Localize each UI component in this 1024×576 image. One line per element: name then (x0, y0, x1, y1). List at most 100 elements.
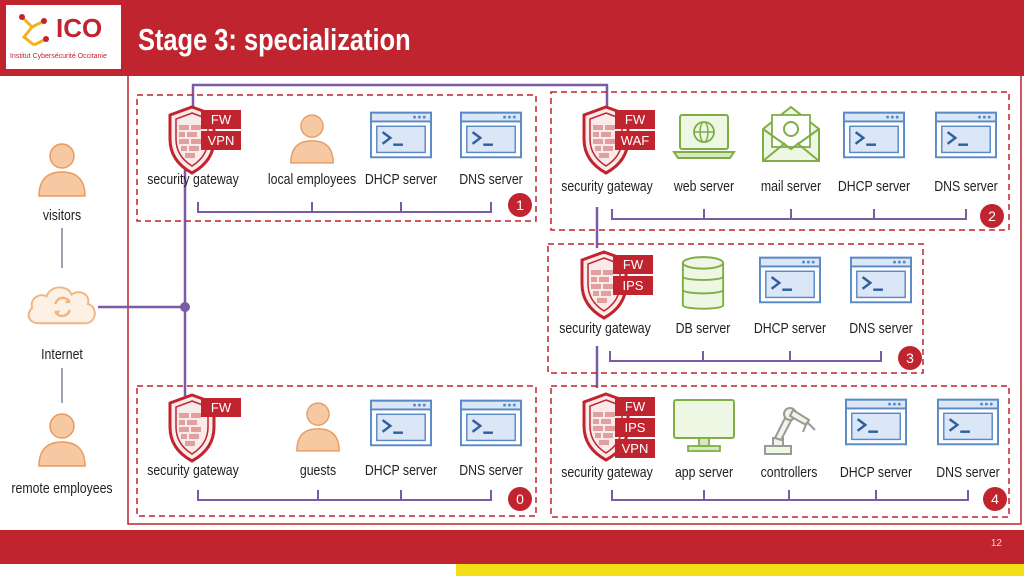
terminal-server-icon (937, 398, 999, 446)
gateway-tag (615, 110, 655, 129)
robot-arm-icon (763, 406, 817, 456)
terminal-server-icon (759, 256, 821, 304)
mail-server-icon (762, 106, 820, 162)
page-title: Stage 3: specialization (138, 22, 411, 57)
zone-boundary (136, 385, 537, 517)
terminal-server-icon (935, 111, 997, 159)
gateway-tag-label: IPS (623, 278, 644, 293)
backbone-node (180, 302, 190, 312)
logo-text: ICO (56, 13, 103, 43)
gateway-tag-label: IPS (625, 420, 646, 435)
zone-item-label: security gateway (561, 464, 653, 481)
gateway-tag-label: FW (211, 112, 232, 127)
header-bar: ICO Institut Cybersécurité Occitanie Sta… (0, 0, 1024, 76)
remote-employees-icon (38, 413, 86, 467)
ico-logo: ICO Institut Cybersécurité Occitanie (6, 5, 121, 69)
zone-bus (197, 490, 492, 501)
gateway-tag-label: FW (625, 112, 646, 127)
gateway-tag-label: VPN (622, 441, 649, 456)
terminal-server-icon (460, 399, 522, 447)
zone-item-label: DHCP server (364, 171, 438, 188)
zone-item-label: mail server (760, 178, 822, 195)
zone-item-label: DNS server (849, 320, 913, 337)
link-lines (98, 83, 609, 396)
app-server-icon (673, 399, 735, 452)
person-icon (296, 402, 340, 452)
internet-label: Internet (41, 346, 83, 363)
zone-item-label: local employees (267, 171, 357, 188)
footer-accent (456, 564, 1024, 576)
gateway-tag (615, 418, 655, 437)
zone-item-label: security gateway (147, 171, 239, 188)
logo-circuit-icon (19, 14, 49, 47)
database-icon (681, 256, 725, 310)
zone-item-label: DNS server (934, 178, 998, 195)
zone-boundary (550, 385, 1010, 518)
zone-boundary (136, 94, 537, 222)
gateway-tag-label: FW (625, 399, 646, 414)
zone-badge (508, 193, 532, 217)
zone-item-label: DHCP server (364, 462, 438, 479)
footer-bar (0, 530, 1024, 564)
zone-item-label: guests (299, 462, 337, 479)
zone-item-label: security gateway (561, 178, 653, 195)
zone-badge (980, 204, 1004, 228)
person-icon (290, 114, 334, 164)
zone-item-label: security gateway (559, 320, 651, 337)
remote-employees-label: remote employees (11, 480, 113, 497)
zone-0: FW 0 (136, 385, 537, 517)
zone-item-label: DNS server (936, 464, 1000, 481)
link-gw1-gw2 (191, 83, 609, 110)
gateway-tag (201, 110, 241, 129)
gateway-tag (201, 398, 241, 417)
gateway-tag (615, 131, 655, 150)
zone-boundary (547, 243, 924, 374)
gateway-tag-label: FW (211, 400, 232, 415)
terminal-server-icon (843, 111, 905, 159)
zone-item-label: DHCP server (837, 178, 911, 195)
zone-boundary (550, 91, 1010, 231)
zone-number: 3 (906, 350, 914, 366)
zone-bus (197, 202, 492, 213)
gateway-tag-label: FW (623, 257, 644, 272)
zone-badge (898, 346, 922, 370)
gateway-tag (615, 397, 655, 416)
zone-number: 4 (991, 491, 999, 507)
gateway-tag (613, 276, 653, 295)
zone-badge (508, 487, 532, 511)
zone-item-label: DHCP server (753, 320, 827, 337)
zone-bus (609, 351, 882, 362)
zone-number: 2 (988, 208, 996, 224)
gateway-tag-label: WAF (621, 133, 649, 148)
zone-item-label: web server (673, 178, 735, 195)
zone-3: FW IPS 3 (547, 243, 924, 374)
gateway-tag (615, 439, 655, 458)
zone-item-label: app server (674, 464, 734, 481)
zone-item-label: security gateway (147, 462, 239, 479)
terminal-server-icon (850, 256, 912, 304)
zone-item-label: DB server (675, 320, 731, 337)
web-server-icon (672, 113, 736, 160)
terminal-server-icon (370, 399, 432, 447)
gateway-tag (613, 255, 653, 274)
terminal-server-icon (460, 111, 522, 159)
zone-number: 1 (516, 197, 524, 213)
gateway-tag-label: VPN (208, 133, 235, 148)
visitors-label: visitors (42, 207, 82, 224)
visitors-icon (38, 143, 86, 197)
enterprise-frame (127, 74, 1022, 525)
zone-1: FW VPN 1 (136, 94, 537, 222)
terminal-server-icon (370, 111, 432, 159)
zone-number: 0 (516, 491, 524, 507)
zone-4: FW IPS VPN 4 (550, 385, 1010, 518)
zone-item-label: DNS server (459, 462, 523, 479)
page-number: 12 (990, 538, 1002, 549)
zone-item-label: controllers (760, 464, 818, 481)
zone-item-label: DNS server (459, 171, 523, 188)
terminal-server-icon (845, 398, 907, 446)
gateway-tag (201, 131, 241, 150)
zone-2: FW WAF 2 (550, 91, 1010, 231)
zone-bus (611, 209, 967, 220)
zone-item-label: DHCP server (839, 464, 913, 481)
